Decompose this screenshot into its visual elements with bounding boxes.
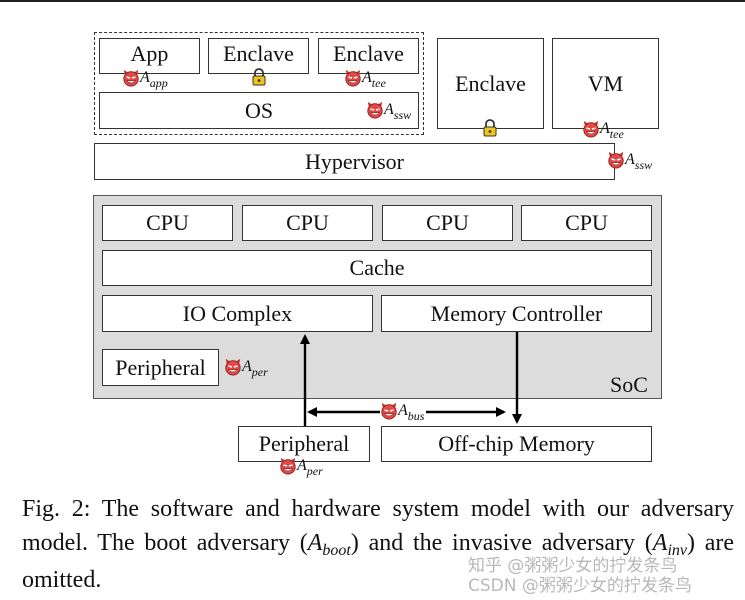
- hypervisor-box: Hypervisor: [94, 143, 615, 180]
- memory-controller-label: Memory Controller: [430, 300, 603, 326]
- adversary-symbol: A: [625, 151, 635, 168]
- vm-label: VM: [587, 70, 624, 96]
- adversary-subscript: app: [149, 75, 168, 90]
- caption-math-symbol: A: [652, 530, 668, 556]
- caption-text: Fig. 2: The software and hardware system…: [22, 496, 734, 556]
- adversary-subscript: ssw: [393, 107, 412, 122]
- adversary-subscript: per: [306, 463, 323, 478]
- software-stack-dashed-group: [94, 32, 424, 135]
- io-complex-box: IO Complex: [102, 295, 373, 332]
- adversary-symbol: A: [398, 402, 408, 419]
- cpu-label: CPU: [146, 210, 189, 235]
- io-complex-label: IO Complex: [182, 300, 293, 326]
- memory-controller-box: Memory Controller: [381, 295, 652, 332]
- watermark: 知乎 @粥粥少女的拧发条鸟 CSDN @粥粥少女的拧发条鸟: [468, 556, 738, 596]
- hypervisor-label: Hypervisor: [305, 148, 404, 174]
- enclave-box-right: Enclave: [437, 38, 544, 129]
- watermark-line: CSDN @粥粥少女的拧发条鸟: [468, 576, 692, 596]
- adversary-symbol: A: [140, 69, 150, 86]
- peripheral-internal-box: Peripheral: [102, 349, 219, 386]
- adversary-symbol: A: [297, 457, 307, 474]
- top-rule: [0, 0, 745, 2]
- offchip-memory-box: Off-chip Memory: [381, 426, 652, 462]
- offchip-memory-label: Off-chip Memory: [438, 431, 595, 456]
- enclave-box-lock: Enclave: [208, 38, 309, 74]
- devil-icon: [280, 457, 296, 475]
- figure-caption: Fig. 2: The software and hardware system…: [22, 492, 734, 597]
- adversary-symbol: A: [600, 120, 610, 137]
- cache-label: Cache: [349, 255, 405, 280]
- app-box: App: [99, 38, 200, 74]
- cpu-label: CPU: [286, 210, 329, 235]
- devil-icon: [123, 69, 139, 87]
- cache-box: Cache: [102, 250, 652, 286]
- cpu-box: CPU: [382, 205, 513, 241]
- devil-icon: [367, 101, 383, 119]
- soc-label: SoC: [610, 372, 648, 397]
- adversary-symbol: A: [384, 101, 394, 118]
- enclave-box-tee: Enclave: [318, 38, 419, 74]
- enclave-label: Enclave: [455, 70, 526, 96]
- adversary-subscript: tee: [609, 126, 624, 141]
- devil-icon: [608, 151, 624, 169]
- enclave-label: Enclave: [223, 41, 294, 66]
- peripheral-external-box: Peripheral: [238, 426, 370, 462]
- os-box: OS: [99, 92, 419, 129]
- lock-icon: [483, 119, 497, 137]
- cpu-label: CPU: [565, 210, 608, 235]
- vm-box: VM: [552, 38, 659, 129]
- adversary-subscript: per: [251, 364, 268, 379]
- peripheral-label: Peripheral: [115, 354, 206, 380]
- devil-icon: [583, 120, 599, 138]
- cpu-box: CPU: [242, 205, 373, 241]
- cpu-box: CPU: [102, 205, 233, 241]
- adversary-symbol: A: [242, 358, 252, 375]
- lock-icon: [252, 68, 266, 86]
- adversary-subscript: bus: [407, 408, 425, 423]
- devil-icon: [225, 358, 241, 376]
- app-label: App: [130, 41, 169, 66]
- enclave-label: Enclave: [333, 41, 404, 66]
- os-label: OS: [244, 97, 274, 123]
- devil-icon: [381, 402, 397, 420]
- peripheral-label: Peripheral: [258, 431, 350, 456]
- devil-icon: [345, 69, 361, 87]
- caption-text: ) and the invasive adversary (: [350, 530, 653, 556]
- adversary-subscript: tee: [371, 75, 386, 90]
- cpu-box: CPU: [521, 205, 652, 241]
- caption-math-subscript: inv: [667, 542, 687, 559]
- cpu-label: CPU: [426, 210, 469, 235]
- adversary-symbol: A: [362, 69, 372, 86]
- adversary-subscript: ssw: [634, 157, 653, 172]
- caption-math-subscript: boot: [322, 542, 351, 559]
- caption-text: ) are omitted.: [22, 530, 735, 593]
- caption-math-symbol: A: [307, 530, 323, 556]
- watermark-line: 知乎 @粥粥少女的拧发条鸟: [468, 556, 678, 576]
